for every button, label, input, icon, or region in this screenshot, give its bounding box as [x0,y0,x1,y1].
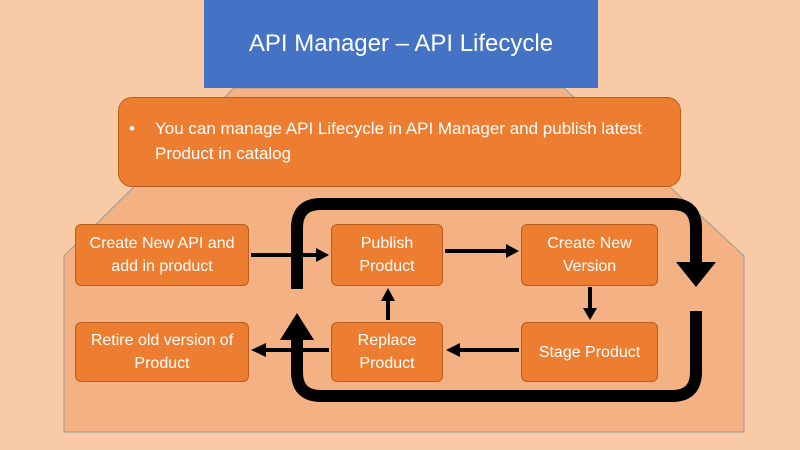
node-create-new-api: Create New API and add in product [75,224,249,286]
bullet-marker: • [129,119,135,138]
node-create-new-api-label: Create New API and add in product [89,235,235,275]
title-banner: API Manager – API Lifecycle [204,0,598,88]
node-replace-product-label: Replace Product [357,332,417,372]
node-create-new-version: Create New Version [521,224,658,286]
node-retire-old-version-label: Retire old version of Product [90,332,234,372]
node-stage-product: Stage Product [521,322,658,382]
description-text: You can manage API Lifecycle in API Mana… [155,119,643,163]
page-title: API Manager – API Lifecycle [248,30,554,57]
description-box: • You can manage API Lifecycle in API Ma… [118,97,681,187]
node-publish-product: Publish Product [331,224,443,286]
node-stage-product-label: Stage Product [538,343,641,361]
node-publish-product-label: Publish Product [359,235,415,275]
node-retire-old-version: Retire old version of Product [75,322,249,382]
node-create-new-version-label: Create New Version [547,235,632,275]
node-replace-product: Replace Product [331,322,443,382]
